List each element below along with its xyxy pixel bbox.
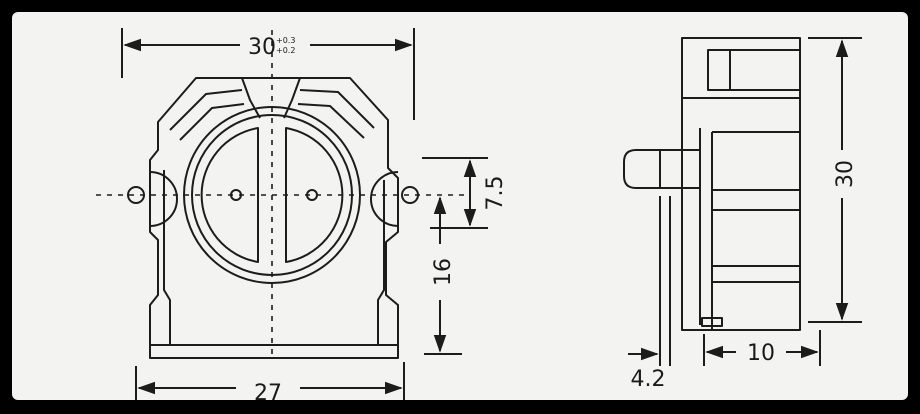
front-right-latch — [370, 171, 399, 227]
dim-75-value: 7.5 — [483, 176, 508, 211]
side-view — [623, 37, 801, 331]
dim-side-value: 30 — [833, 160, 858, 188]
dim-top-tolerance-plus: +0.3 — [276, 36, 295, 45]
dim-16-value: 16 — [431, 258, 456, 286]
front-centerlines — [96, 30, 470, 360]
front-notch-left — [241, 77, 261, 119]
front-left-inner-ridge — [179, 103, 245, 141]
front-notch-right — [283, 77, 301, 119]
dim-top-tolerance-minus: +0.2 — [276, 46, 295, 55]
front-body-outline — [149, 77, 399, 359]
front-right-inner-ridge — [297, 103, 365, 139]
dim-bottom-value: 27 — [254, 381, 282, 406]
front-left-inner-wall — [163, 170, 171, 345]
front-left-latch — [149, 171, 178, 227]
front-right-half-disc — [285, 127, 344, 263]
dim-42-value: 4.2 — [631, 367, 666, 392]
paper-sheet — [12, 12, 908, 400]
front-left-shoulder — [169, 89, 243, 131]
side-foot — [701, 317, 723, 327]
side-top-cap — [707, 49, 801, 91]
front-right-shoulder — [299, 89, 375, 129]
front-right-inner-wall — [377, 180, 385, 345]
side-plug-tab — [623, 149, 700, 189]
dim-10-value: 10 — [747, 341, 775, 366]
side-body-outline — [681, 37, 801, 331]
front-left-half-disc — [200, 127, 259, 263]
dim-top-value: 30 — [248, 35, 276, 60]
